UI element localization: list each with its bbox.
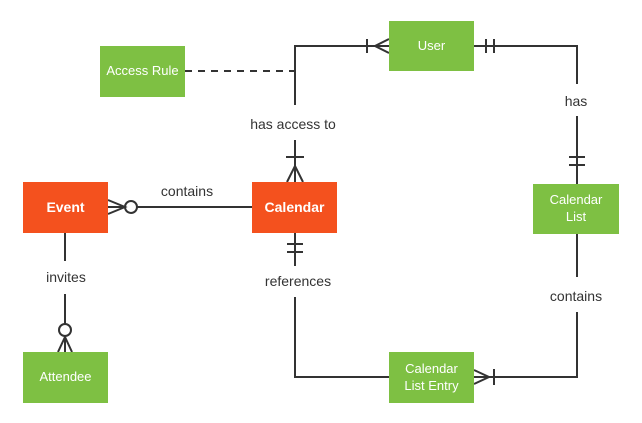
entity-label: Attendee [39, 369, 92, 385]
relationship-label-references: references [264, 273, 332, 289]
entity-label: Calendar List [549, 192, 603, 224]
entity-attendee: Attendee [23, 352, 108, 403]
relationship-label-has: has [564, 93, 588, 109]
entity-event: Event [23, 182, 108, 233]
entity-calendar-list: Calendar List [533, 184, 619, 234]
connector-calendar-event-contains [107, 199, 252, 215]
entity-access-rule: Access Rule [100, 46, 185, 97]
crows-foot-cle-end [473, 369, 492, 385]
entity-label: Event [46, 199, 85, 216]
entity-calendar-list-entry: Calendar List Entry [389, 352, 474, 403]
double-tick-user-end [485, 39, 495, 53]
double-tick-calendar-end [287, 243, 303, 253]
crows-foot-attendee-end [57, 334, 73, 353]
crows-foot-calendar-end [286, 163, 304, 183]
entity-label: Calendar [264, 199, 325, 216]
crows-foot-event-end [107, 199, 128, 215]
connector-user-calendar-list-has [474, 39, 585, 184]
crows-foot-user-end [372, 38, 390, 54]
relationship-label-contains-event: contains [160, 183, 214, 199]
ring-zero-attendee-end [58, 323, 72, 337]
entity-calendar: Calendar [252, 182, 337, 233]
connector-event-attendee-invites [57, 233, 73, 353]
connector-calendar-cle-references [287, 233, 389, 378]
entity-label: User [417, 37, 446, 53]
relationship-label-invites: invites [46, 269, 86, 285]
entity-label: Calendar List Entry [404, 360, 459, 393]
entity-label: Access Rule [106, 63, 179, 79]
entity-user: User [389, 21, 474, 71]
connector-user-calendar-has-access-to [286, 38, 390, 183]
relationship-label-contains-list: contains [549, 288, 603, 304]
connector-calendar-list-cle-contains [473, 234, 578, 385]
relationship-label-has-access-to: has access to [250, 116, 336, 132]
double-tick-calendar-list-end [569, 156, 585, 166]
